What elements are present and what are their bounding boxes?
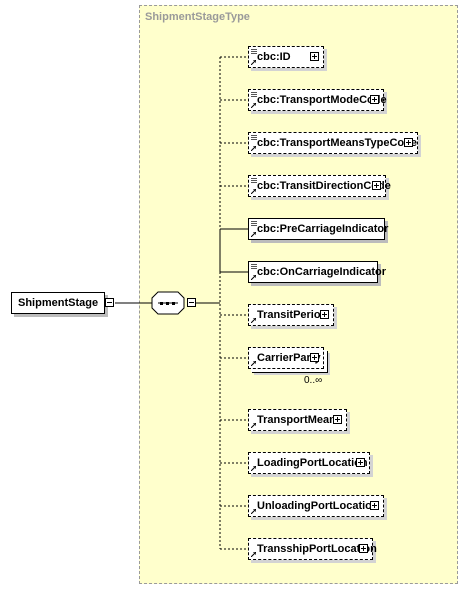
- reference-arrow-icon: [251, 189, 256, 194]
- annotation-icon: [251, 178, 257, 183]
- element-transportmodecode[interactable]: cbc:TransportModeCode: [248, 89, 387, 111]
- element-oncarriageindicator[interactable]: cbc:OnCarriageIndicator: [248, 261, 386, 283]
- annotation-icon: [251, 221, 257, 226]
- reference-arrow-icon: [251, 103, 256, 108]
- root-element-label: ShipmentStage: [18, 297, 99, 309]
- expand-icon[interactable]: [370, 95, 379, 104]
- element-label: cbc:TransitDirectionCode: [257, 180, 391, 192]
- element-label: cbc:PreCarriageIndicator: [257, 223, 389, 235]
- annotation-icon: [251, 92, 257, 97]
- reference-arrow-icon: [251, 275, 256, 280]
- expand-icon[interactable]: [372, 181, 381, 190]
- expand-icon[interactable]: [356, 458, 365, 467]
- type-name: ShipmentStageType: [145, 11, 250, 23]
- occurrence-label: 0..∞: [304, 375, 323, 386]
- element-transshipportlocation[interactable]: TransshipPortLocation: [248, 538, 377, 560]
- reference-arrow-icon: [251, 552, 256, 557]
- reference-arrow-icon: [251, 318, 256, 323]
- element-transitdirectioncode[interactable]: cbc:TransitDirectionCode: [248, 175, 391, 197]
- element-label: cbc:TransportMeansTypeCode: [257, 137, 417, 149]
- expand-icon[interactable]: [310, 353, 319, 362]
- annotation-icon: [251, 49, 257, 54]
- expand-icon[interactable]: [333, 415, 342, 424]
- element-loadingportlocation[interactable]: LoadingPortLocation: [248, 452, 370, 474]
- sequence-compositor-icon: [151, 291, 185, 315]
- expand-icon[interactable]: [320, 310, 329, 319]
- element-precarriageindicator[interactable]: cbc:PreCarriageIndicator: [248, 218, 389, 240]
- reference-arrow-icon: [251, 466, 256, 471]
- reference-arrow-icon: [251, 60, 256, 65]
- element-unloadingportlocation[interactable]: UnloadingPortLocation: [248, 495, 384, 517]
- reference-arrow-icon: [251, 146, 256, 151]
- element-label: cbc:OnCarriageIndicator: [257, 266, 386, 278]
- expand-icon[interactable]: [310, 52, 319, 61]
- element-transitperiod[interactable]: TransitPeriod: [248, 304, 334, 326]
- root-element-shipmentstage[interactable]: ShipmentStage: [11, 292, 105, 314]
- element-label: CarrierParty: [257, 352, 321, 364]
- element-label: cbc:TransportModeCode: [257, 94, 387, 106]
- element-label: cbc:ID: [257, 51, 291, 63]
- element-transportmeanstypecode[interactable]: cbc:TransportMeansTypeCode: [248, 132, 418, 154]
- expand-icon[interactable]: [370, 501, 379, 510]
- collapse-sequence-icon[interactable]: [187, 298, 196, 307]
- annotation-icon: [251, 264, 257, 269]
- reference-arrow-icon: [251, 361, 256, 366]
- element-label: LoadingPortLocation: [257, 457, 368, 469]
- element-label: TransitPeriod: [257, 309, 328, 321]
- element-transportmeans[interactable]: TransportMeans: [248, 409, 347, 431]
- element-label: TransportMeans: [257, 414, 342, 426]
- element-carrierparty[interactable]: CarrierParty: [248, 347, 324, 369]
- reference-arrow-icon: [251, 232, 256, 237]
- expand-icon[interactable]: [359, 544, 368, 553]
- collapse-root-icon[interactable]: [105, 298, 114, 307]
- element-label: TransshipPortLocation: [257, 543, 377, 555]
- element-id[interactable]: cbc:ID: [248, 46, 324, 68]
- annotation-icon: [251, 135, 257, 140]
- expand-icon[interactable]: [404, 138, 413, 147]
- reference-arrow-icon: [251, 423, 256, 428]
- reference-arrow-icon: [251, 509, 256, 514]
- element-label: UnloadingPortLocation: [257, 500, 379, 512]
